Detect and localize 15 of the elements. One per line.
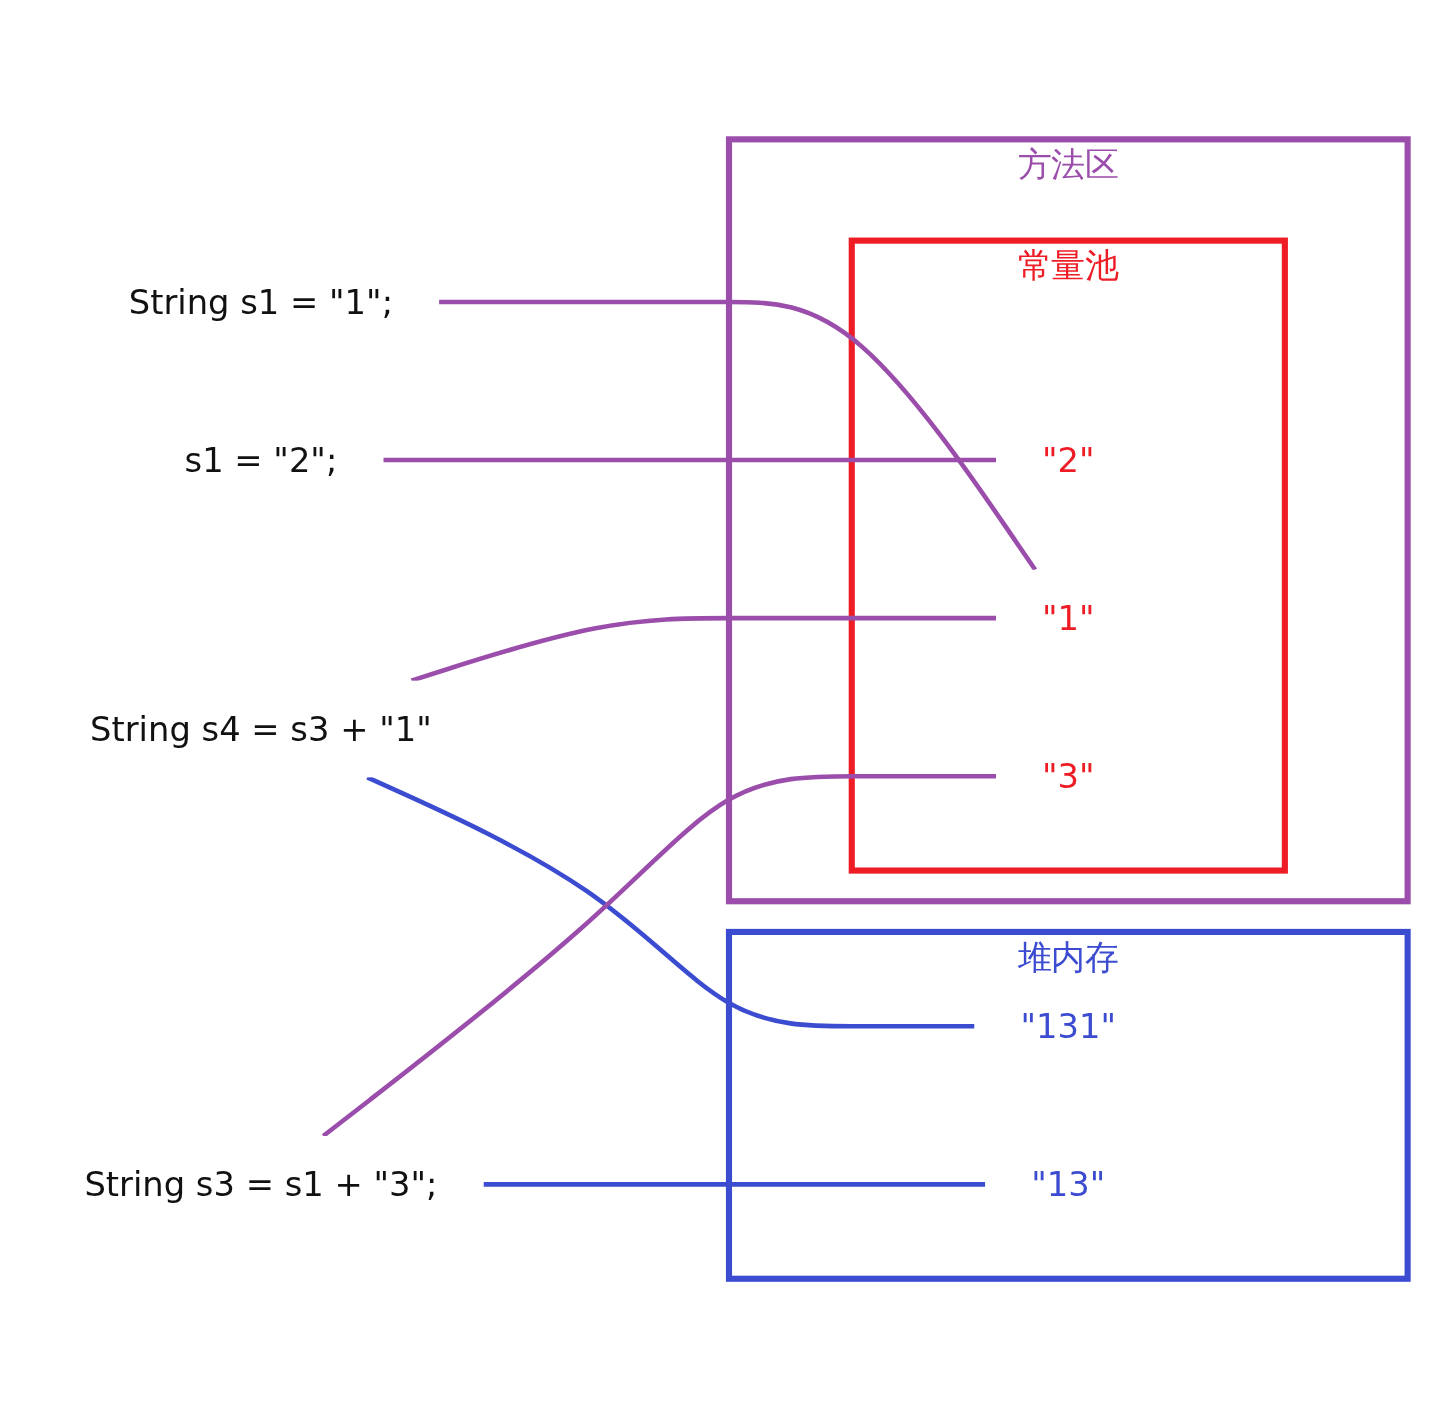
node-text: s1 = "2"; xyxy=(184,440,338,480)
node-text: "3" xyxy=(1042,756,1095,796)
node-text: "1" xyxy=(1042,598,1095,638)
node-text: "2" xyxy=(1042,440,1095,480)
connector xyxy=(439,299,1038,572)
node-text: String s1 = "1"; xyxy=(128,282,394,322)
node-text: "131" xyxy=(1020,1007,1117,1046)
connector xyxy=(383,457,996,463)
node-text: "13" xyxy=(1031,1165,1106,1204)
node-text: String s3 = s1 + "3"; xyxy=(84,1165,438,1204)
connector xyxy=(366,775,975,1029)
connector xyxy=(483,1182,986,1187)
connector xyxy=(410,615,996,683)
connector xyxy=(321,773,996,1138)
node-text: String s4 = s3 + "1" xyxy=(90,709,432,749)
